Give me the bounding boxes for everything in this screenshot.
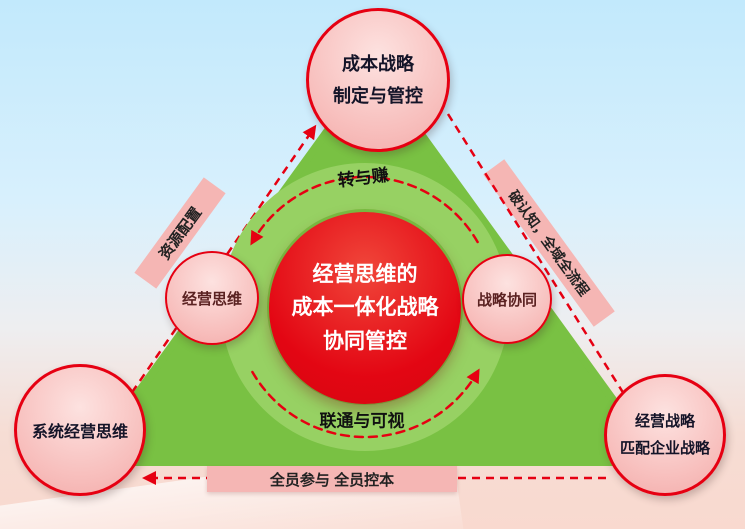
- bottom-bar-all-participation: 全员参与 全员控本: [207, 466, 457, 492]
- edge-strip-left: [134, 177, 226, 289]
- center-node-line1: 经营思维的: [312, 262, 418, 286]
- node-cost-strategy-line2: 制定与管控: [333, 86, 423, 106]
- rotation-arc-bottom: [251, 368, 480, 439]
- node-system-thinking-label: 系统经营思维: [31, 424, 128, 441]
- node-cost-strategy-line1: 成本战略: [342, 53, 414, 74]
- center-node-line2: 成本一体化战略: [291, 296, 439, 320]
- inner-label-connect-visible: 联通与可视: [319, 411, 405, 431]
- center-node-cost-integration: 经营思维的 成本一体化战略 协同管控: [269, 212, 461, 404]
- bottom-bar-label: 全员参与 全员控本: [269, 471, 395, 489]
- node-system-thinking: 系统经营思维: [14, 364, 146, 496]
- edge-strip-right: [483, 159, 615, 327]
- inner-node-strategy-synergy-label: 战略协同: [476, 291, 537, 309]
- node-cost-strategy-control: 成本战略 制定与管控: [306, 8, 450, 152]
- inner-node-business-thinking-label: 经营思维: [181, 290, 242, 308]
- center-node-line3: 协同管控: [323, 329, 407, 353]
- inner-node-strategy-synergy: 战略协同: [462, 254, 552, 344]
- node-business-strategy-line2: 匹配企业战略: [619, 440, 710, 457]
- edge-arrow-right-down: [446, 113, 637, 414]
- rotation-arc-top: [250, 175, 479, 246]
- inner-node-business-thinking: 经营思维: [165, 251, 259, 345]
- node-business-strategy-line1: 经营战略: [634, 413, 695, 430]
- node-business-strategy-match: 经营战略 匹配企业战略: [604, 374, 726, 496]
